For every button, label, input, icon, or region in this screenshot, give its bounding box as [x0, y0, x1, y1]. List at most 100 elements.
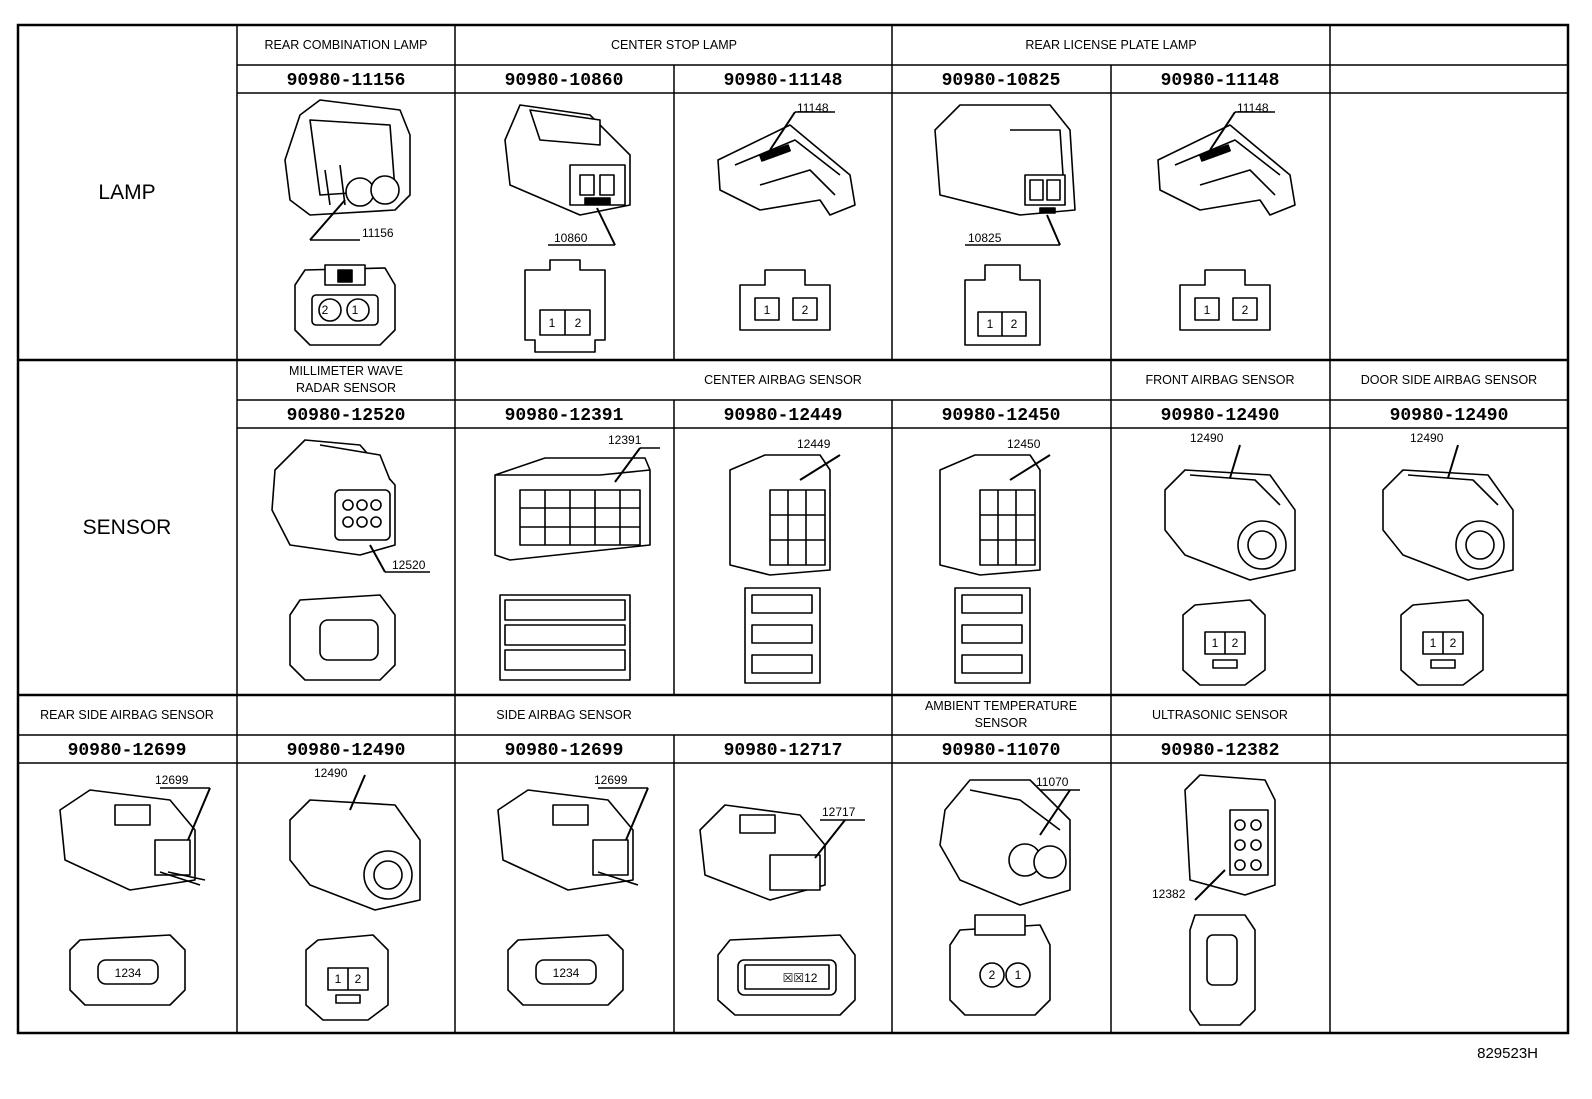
table-grid: [16, 23, 1570, 1035]
connector-drawing: [1164, 444, 1296, 581]
connector-drawing: [729, 454, 841, 576]
svg-text:2: 2: [1011, 317, 1018, 331]
header-ambient-temperature-line1: AMBIENT TEMPERATURE: [925, 699, 1077, 713]
header-rear-side-airbag-sensor: REAR SIDE AIRBAG SENSOR: [40, 708, 214, 722]
category-label-sensor: SENSOR: [83, 516, 172, 539]
part-number: 90980-11070: [942, 741, 1061, 761]
connector-face: [294, 264, 396, 346]
svg-text:1: 1: [987, 317, 994, 331]
connector-drawing: [504, 104, 631, 246]
connector-drawing: [1382, 444, 1514, 581]
connector-face: [964, 264, 1041, 346]
connector-drawing: [289, 774, 421, 911]
connector-face: [1179, 269, 1271, 331]
connector-face: [954, 587, 1031, 684]
callout-label: 11148: [1237, 101, 1269, 115]
part-number: 90980-12490: [287, 741, 406, 761]
part-number: 90980-10860: [505, 71, 624, 91]
connector-face: [69, 934, 186, 1006]
callout-label: 12699: [155, 773, 189, 787]
connector-face: [305, 934, 389, 1021]
callout-label: 11156: [362, 226, 394, 240]
part-number: 90980-12699: [505, 741, 624, 761]
connector-face: [739, 269, 831, 331]
part-number: 90980-12520: [287, 406, 406, 426]
header-millimeter-wave-line2: RADAR SENSOR: [296, 381, 396, 395]
connector-drawing: [284, 99, 411, 241]
part-number: 90980-10825: [942, 71, 1061, 91]
part-number: 90980-12490: [1390, 406, 1509, 426]
category-label-lamp: LAMP: [98, 181, 155, 204]
connector-drawing: [1157, 111, 1296, 216]
callout-label: 12490: [1190, 431, 1224, 445]
part-number: 90980-12490: [1161, 406, 1280, 426]
callout-label: 12391: [608, 433, 642, 447]
header-rear-combination-lamp: REAR COMBINATION LAMP: [265, 38, 428, 52]
part-number: 90980-11156: [287, 71, 406, 91]
header-front-airbag-sensor: FRONT AIRBAG SENSOR: [1145, 373, 1294, 387]
svg-text:2: 2: [575, 316, 582, 330]
svg-text:1: 1: [1204, 303, 1211, 317]
connector-face: [949, 914, 1051, 1016]
part-number: 90980-12382: [1161, 741, 1280, 761]
connector-drawing: [939, 779, 1080, 906]
svg-text:1: 1: [352, 303, 359, 317]
svg-text:1: 1: [1212, 636, 1219, 650]
connector-drawing: [939, 454, 1051, 576]
callout-label: 11148: [797, 101, 829, 115]
callout-label: 10860: [554, 231, 588, 245]
callout-label: 11070: [1036, 775, 1069, 789]
part-number: 90980-11148: [1161, 71, 1280, 91]
header-rear-license-plate-lamp: REAR LICENSE PLATE LAMP: [1025, 38, 1196, 52]
part-number: 90980-12449: [724, 406, 843, 426]
svg-text:1: 1: [1430, 636, 1437, 650]
header-center-stop-lamp: CENTER STOP LAMP: [611, 38, 737, 52]
pin-numbers: 2 1 1 2 1 2 1 2 1 2 1 2 1 2 1 2 2 1 1234…: [115, 303, 1457, 986]
connector-face: [1182, 599, 1266, 686]
connector-drawing: [699, 804, 865, 901]
callout-label: 12490: [1410, 431, 1444, 445]
connector-drawing: [271, 439, 430, 573]
svg-text:2: 2: [1450, 636, 1457, 650]
svg-text:☒☒12: ☒☒12: [783, 971, 818, 985]
connector-face: [744, 587, 821, 684]
svg-text:1: 1: [549, 316, 556, 330]
callout-label: 12449: [797, 437, 831, 451]
figure-code: 829523H: [1477, 1045, 1538, 1062]
callout-label: 12717: [822, 805, 856, 819]
connector-drawing: [494, 447, 660, 561]
part-number: 90980-12450: [942, 406, 1061, 426]
callout-label: 12520: [392, 558, 426, 572]
connector-face: [499, 594, 631, 681]
part-number: 90980-11148: [724, 71, 843, 91]
header-ambient-temperature-line2: SENSOR: [975, 716, 1028, 730]
header-millimeter-wave-line1: MILLIMETER WAVE: [289, 364, 403, 378]
part-number: 90980-12717: [724, 741, 843, 761]
connector-face: [507, 934, 624, 1006]
header-center-airbag-sensor: CENTER AIRBAG SENSOR: [704, 373, 862, 387]
svg-text:2: 2: [355, 972, 362, 986]
svg-text:1234: 1234: [553, 966, 580, 980]
svg-text:2: 2: [1242, 303, 1249, 317]
svg-text:2: 2: [989, 968, 996, 982]
svg-text:2: 2: [802, 303, 809, 317]
callout-label: 10825: [968, 231, 1002, 245]
header-side-airbag-sensor: SIDE AIRBAG SENSOR: [496, 708, 631, 722]
part-number: 90980-12391: [505, 406, 624, 426]
callout-label: 12450: [1007, 437, 1041, 451]
connector-drawing: [1184, 774, 1276, 901]
connector-face: [524, 259, 606, 353]
svg-text:1: 1: [764, 303, 771, 317]
svg-text:2: 2: [1232, 636, 1239, 650]
connector-face: [1189, 914, 1256, 1026]
callout-label: 12382: [1152, 887, 1186, 901]
header-door-side-airbag-sensor: DOOR SIDE AIRBAG SENSOR: [1361, 373, 1537, 387]
part-number: 90980-12699: [68, 741, 187, 761]
svg-text:1234: 1234: [115, 966, 142, 980]
callout-label: 12490: [314, 766, 348, 780]
connector-face: [1400, 599, 1484, 686]
connector-drawing: [497, 787, 649, 891]
connector-face: [717, 934, 856, 1016]
connector-face: [289, 594, 396, 681]
